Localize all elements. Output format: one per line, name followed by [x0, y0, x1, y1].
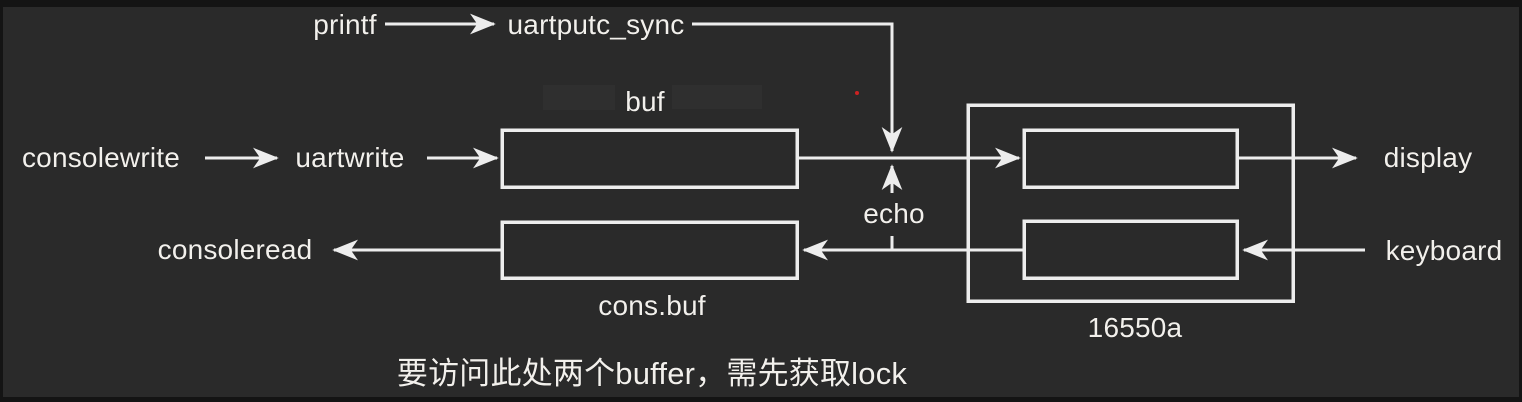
left-edge-shade	[0, 0, 3, 402]
label-consoleread: consoleread	[157, 233, 313, 265]
bottom-edge-shade	[0, 397, 1522, 402]
chip-16550a-box	[966, 103, 1295, 303]
label-keyboard: keyboard	[1385, 234, 1503, 266]
label-buf: buf	[625, 85, 665, 117]
right-edge-shade	[1519, 0, 1522, 402]
buf-box	[500, 128, 799, 189]
label-display: display	[1383, 141, 1473, 173]
edge-uartputc-sync-to-output-line	[692, 22, 903, 153]
label-uartwrite: uartwrite	[295, 141, 405, 173]
faint-artifact	[672, 85, 762, 109]
label-uartputc-sync: uartputc_sync	[507, 8, 685, 40]
uart-input-register-box	[1022, 219, 1239, 280]
top-edge-shade	[0, 0, 1522, 7]
cons-buf-box	[500, 220, 799, 280]
uart-output-register-box	[1022, 128, 1239, 189]
label-consolewrite: consolewrite	[21, 141, 181, 173]
label-echo: echo	[863, 197, 925, 229]
caption-lock-note: 要访问此处两个buffer，需先获取lock	[396, 356, 908, 392]
faint-artifact	[543, 85, 615, 110]
label-cons-buf: cons.buf	[598, 289, 706, 321]
label-printf: printf	[313, 8, 377, 40]
red-dot-artifact	[855, 91, 859, 95]
label-16550a: 16550a	[1087, 311, 1183, 343]
